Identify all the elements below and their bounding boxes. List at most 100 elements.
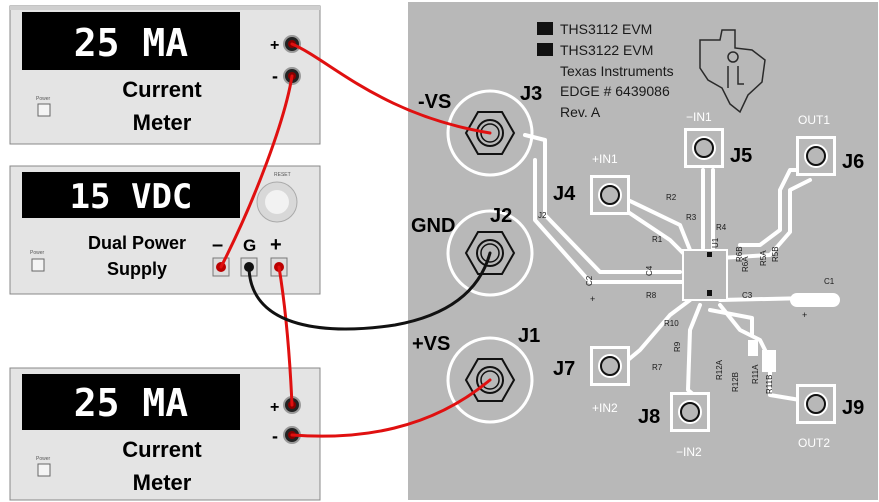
silk-r7: R7: [652, 363, 663, 372]
supply-power-button[interactable]: [31, 258, 45, 272]
label-pos-in1: +IN1: [592, 152, 618, 166]
connector-labels: J3 J2 J1 J4 J5 J6 J7 J8 J9: [490, 83, 864, 428]
silk-r6b: R6B: [735, 246, 744, 262]
meter-top-minus-sign: -: [272, 66, 278, 86]
wire-meter-top-plus-to-j3: [290, 42, 492, 135]
meter-bottom-label-1: Current: [122, 437, 202, 462]
board-legend-edge: EDGE # 6439086: [560, 83, 670, 99]
meter-top-label-2: Meter: [133, 110, 192, 135]
meter-bottom-power-button[interactable]: [37, 463, 51, 477]
wire-meter-bottom-minus-to-j1: [290, 378, 492, 438]
meter-bottom-display: [22, 374, 240, 430]
meter-bottom-reading: 25 MA: [74, 381, 189, 425]
board-legend-rev: Rev. A: [560, 104, 601, 120]
silk-r6a: R6A: [741, 256, 750, 272]
meter-top-power-label: Power: [36, 96, 51, 102]
meter-top-label-1: Current: [122, 77, 202, 102]
label-j8: J8: [638, 406, 660, 428]
connector-j6[interactable]: [796, 136, 836, 176]
silk-c2: C2: [585, 275, 594, 286]
silk-r8: R8: [646, 291, 657, 300]
silk-r2: R2: [666, 193, 677, 202]
label-pos-vs: +VS: [412, 333, 450, 355]
ti-logo: [699, 29, 766, 114]
label-j5: J5: [730, 145, 752, 167]
meter-top-display: [22, 12, 240, 70]
wire-meter-top-minus-to-supply-minus: [219, 74, 294, 269]
connector-j4[interactable]: [590, 175, 630, 215]
connector-j3-neg-vs[interactable]: [446, 89, 534, 177]
connector-j8[interactable]: [670, 392, 710, 432]
silk-j2: J2: [538, 211, 547, 220]
current-meter-top: 25 MA Current Meter Power + -: [9, 5, 321, 145]
silk-r11a: R11A: [751, 364, 760, 384]
connector-j7[interactable]: [590, 346, 630, 386]
silk-r10: R10: [664, 319, 679, 328]
cap-c3: [748, 340, 758, 356]
label-j3: J3: [520, 83, 542, 105]
supply-plus-sign: +: [270, 234, 282, 256]
meter-top-plus-sign: +: [270, 37, 279, 54]
silk-r1: R1: [652, 235, 663, 244]
supply-minus-sign: –: [212, 234, 223, 256]
meter-top-power-button[interactable]: [37, 103, 51, 117]
label-j9: J9: [842, 397, 864, 419]
wire-supply-plus-to-meter-bottom-plus: [277, 265, 294, 407]
silk-r12a: R12A: [715, 359, 724, 380]
cap-c1: [790, 293, 840, 307]
silk-r4: R4: [716, 223, 727, 232]
evm-board: THS3112 EVM THS3122 EVM Texas Instrument…: [408, 2, 878, 500]
label-j1: J1: [518, 325, 540, 347]
silk-u1: U1: [711, 237, 720, 248]
connector-j2-gnd[interactable]: [446, 209, 534, 297]
silk-r12b: R12B: [731, 372, 740, 392]
wire-supply-ground-to-j2: [247, 251, 492, 331]
supply-display: [22, 172, 240, 218]
label-pos-in2: +IN2: [592, 401, 618, 415]
label-j2: J2: [490, 205, 512, 227]
supply-power-label: Power: [30, 250, 45, 256]
silk-r5b: R5B: [771, 246, 780, 262]
label-out2: OUT2: [798, 436, 830, 450]
ic-u1: [682, 249, 728, 301]
silk-r5a: R5A: [759, 250, 768, 266]
meter-bottom-minus-sign: -: [272, 426, 278, 446]
label-j4: J4: [553, 183, 576, 205]
board-legend-ti: Texas Instruments: [560, 63, 674, 79]
supply-reading: 15 VDC: [70, 177, 193, 217]
silk-c1: C1: [824, 277, 835, 286]
silk-c3: C3: [742, 291, 753, 300]
label-neg-in2: −IN2: [676, 445, 702, 459]
supply-reset-label: RESET: [274, 172, 291, 178]
supply-label-2: Supply: [107, 259, 167, 279]
label-neg-vs: -VS: [418, 91, 451, 113]
supply-labels: -VS GND +VS: [411, 91, 455, 355]
dual-power-supply: 15 VDC RESET Dual Power Supply Power – G…: [9, 165, 321, 295]
connector-j5[interactable]: [684, 128, 724, 168]
silk-plus-1: +: [590, 294, 595, 304]
connector-j1-pos-vs[interactable]: [446, 336, 534, 424]
label-gnd: GND: [411, 215, 455, 237]
legend-marker-1: [537, 22, 553, 35]
label-neg-in1: −IN1: [686, 110, 712, 124]
res-pad: [762, 350, 776, 372]
meter-bottom-power-label: Power: [36, 456, 51, 462]
label-j7: J7: [553, 358, 575, 380]
pcb-traces: [523, 133, 832, 402]
silkscreen-labels: R2 R3 R4 R1 J2 C2 C4 U1 R6B R6A R5A R5B …: [538, 193, 835, 394]
silk-r11b: R11B: [765, 375, 774, 394]
board-legend-ths3122: THS3122 EVM: [560, 42, 653, 58]
label-out1: OUT1: [798, 113, 830, 127]
current-meter-bottom: 25 MA Current Meter Power + -: [9, 367, 321, 501]
silk-r3: R3: [686, 213, 697, 222]
board-legend-ths3112: THS3112 EVM: [560, 21, 652, 37]
label-j6: J6: [842, 151, 864, 173]
legend-marker-2: [537, 43, 553, 56]
silk-r9: R9: [673, 341, 682, 352]
silk-c4: C4: [645, 265, 654, 276]
supply-ground-sign: G: [243, 236, 256, 255]
meter-bottom-plus-sign: +: [270, 399, 279, 416]
connector-j9[interactable]: [796, 384, 836, 424]
meter-top-reading: 25 MA: [74, 21, 189, 65]
